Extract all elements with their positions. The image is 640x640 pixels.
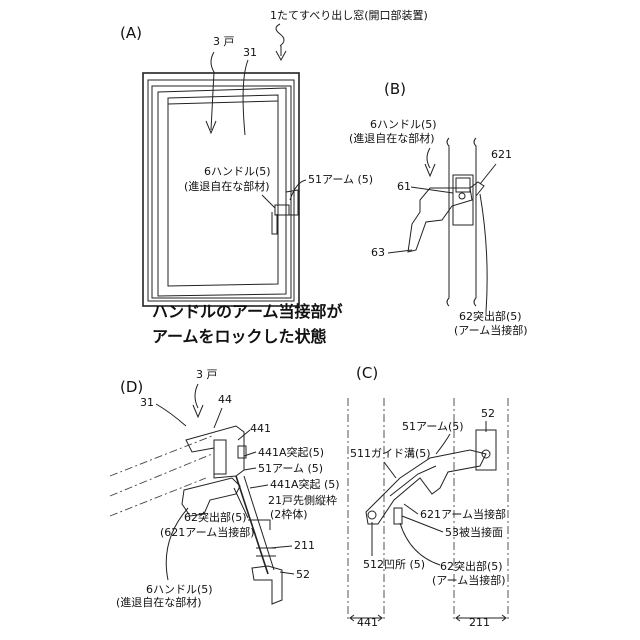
handle-sublabel: (進退自在な部材) [116, 595, 202, 609]
num-31: 31 [243, 46, 257, 59]
leader-line [427, 148, 430, 168]
recess-label: 512凹所 (5) [363, 558, 425, 571]
num-621: 621 [491, 148, 512, 161]
arrow-icon [193, 405, 203, 417]
leader-line [480, 164, 496, 184]
panel-c-label: (C) [356, 364, 378, 382]
panel-a-label: (A) [120, 24, 142, 42]
panel-b-label: (B) [384, 80, 406, 98]
recess-icon [368, 511, 376, 519]
panel-c: (C) 51アーム(5) 52 511ガイド溝(5) 621アーム当接部 53被… [348, 364, 508, 629]
door-label: 3 戸 [196, 368, 218, 381]
leader-line [480, 194, 487, 312]
protrusion-label: 62突出部(5) [440, 559, 503, 573]
leader-line [404, 504, 418, 514]
arm-contact-label: 621アーム当接部 [420, 507, 506, 521]
leader-line [262, 195, 275, 208]
door-label: 3 戸 [213, 35, 235, 48]
leader-line [276, 24, 284, 46]
handle-sublabel: (進退自在な部材) [349, 131, 435, 145]
arrow-icon [276, 46, 286, 60]
handle-body [408, 188, 472, 252]
caption-line-2: アームをロックした状態 [152, 327, 327, 346]
num-211: 211 [469, 616, 490, 629]
handle-label: 6ハンドル(5) [204, 165, 271, 178]
sash-line [110, 454, 212, 496]
protrusion-label: 62突出部(5) [184, 510, 247, 524]
protrusion-sublabel: (621アーム当接部) [160, 525, 255, 539]
num-63: 63 [371, 246, 385, 259]
leader-line [156, 404, 186, 426]
arrow-icon [425, 164, 435, 176]
handle-base [275, 205, 289, 215]
protrusion-label: 62突出部(5) [459, 309, 522, 323]
handle-label: 6ハンドル(5) [146, 583, 213, 596]
panel-b: (B) 6ハンドル(5) (進退自在な部材) 621 61 63 62突出部(5… [349, 80, 528, 337]
arm-line [236, 476, 268, 574]
frame-part [256, 548, 276, 556]
arm-label: 51アーム (5) [308, 173, 373, 186]
num-52: 52 [296, 568, 310, 581]
arm-label: 51アーム (5) [258, 462, 323, 475]
num-31: 31 [140, 396, 154, 409]
pivot-icon [459, 193, 465, 199]
leader-line [195, 384, 198, 408]
protrusion-sublabel: (アーム当接部) [432, 573, 506, 587]
contacted-label: 53被当接面 [445, 525, 503, 539]
handle-sublabel: (進退自在な部材) [184, 179, 270, 193]
bump-label-2: 441A突起 (5) [270, 477, 340, 491]
panel-d: (D) 3 戸 31 44 441 441A突起(5) 51アーム (5) 44… [110, 368, 340, 609]
sash-profile [186, 426, 244, 478]
panel-d-label: (D) [120, 378, 143, 396]
frame-label: 21戸先側縦枠 [268, 493, 337, 507]
num-44: 44 [218, 393, 232, 406]
leader-line [244, 468, 256, 470]
num-52: 52 [481, 407, 495, 420]
leader-line [243, 60, 248, 135]
sash-detail [168, 101, 278, 104]
base-detail [456, 178, 470, 192]
leader-line [211, 52, 214, 130]
sash-line [110, 436, 212, 476]
protrusion-sublabel: (アーム当接部) [454, 323, 528, 337]
num-441: 441 [357, 616, 378, 629]
protrusion-block [394, 508, 402, 524]
leader-line [384, 462, 396, 478]
arm-label: 51アーム(5) [402, 420, 464, 433]
leader-line [436, 434, 450, 454]
num-441: 441 [250, 422, 271, 435]
leader-line [214, 408, 222, 428]
leader-line [250, 485, 268, 488]
protrusion-part [470, 182, 484, 196]
profile-line [474, 138, 476, 306]
panel-a: (A) 1たてすべり出し窓(開口部装置) 3 戸 31 6ハンドル(5) (進退… [120, 8, 428, 346]
num-211: 211 [294, 539, 315, 552]
caption-line-1: ハンドルのアーム当接部が [152, 302, 343, 321]
guide-label: 511ガイド溝(5) [350, 447, 431, 460]
profile-line [447, 138, 449, 306]
profile-detail [214, 440, 226, 474]
handle-label: 6ハンドル(5) [370, 118, 437, 131]
frame-sublabel: (2枠体) [270, 507, 308, 521]
panel-a-title: 1たてすべり出し窓(開口部装置) [270, 8, 428, 22]
num-61: 61 [397, 180, 411, 193]
bump-label-1: 441A突起(5) [258, 445, 324, 459]
